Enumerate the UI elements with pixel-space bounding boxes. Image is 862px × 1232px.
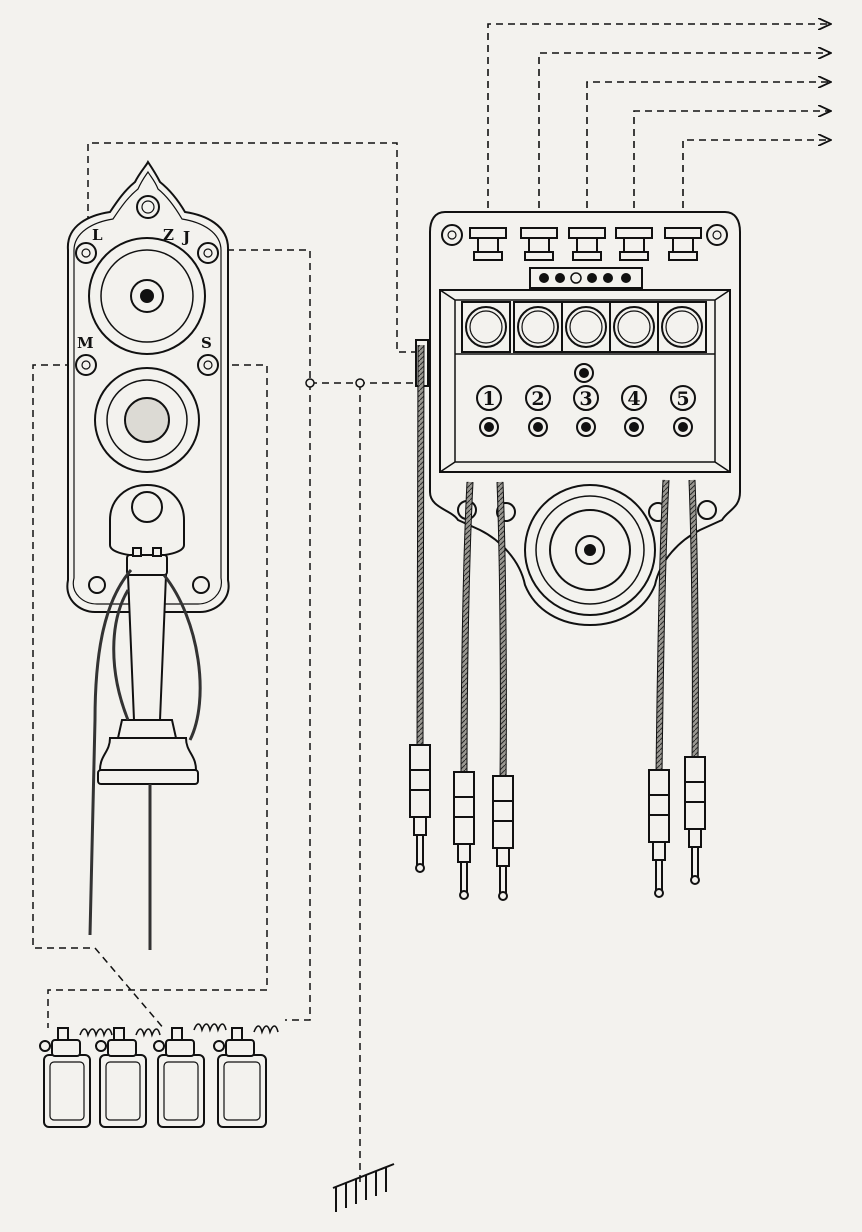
wire-j-to-battery: [215, 249, 311, 1021]
switchboard: [415, 211, 741, 627]
jack-number-2: 2: [531, 388, 544, 410]
jack-number-4: 4: [627, 388, 640, 410]
plug-5: [684, 756, 706, 885]
handset: [97, 547, 199, 785]
plug-3: [492, 775, 514, 901]
plug-cord-4: [656, 479, 669, 776]
jack-number-3: 3: [579, 388, 592, 410]
ground-symbol: [332, 1163, 395, 1212]
handset-cord-1: [88, 569, 133, 936]
top-terminals: [469, 227, 702, 261]
junction-point-1: [305, 378, 315, 388]
label-z: Z: [163, 226, 174, 244]
plug-cord-2: [461, 481, 473, 776]
label-j: J: [181, 228, 190, 246]
terminal-j: [197, 242, 219, 264]
plug-cord-3: [497, 481, 506, 781]
outgoing-line-1: [487, 24, 830, 232]
battery-cell-3: [153, 1027, 205, 1128]
label-s: S: [201, 334, 212, 352]
jack-number-labels: 1 2 3 4 5: [482, 388, 689, 410]
plug-cords: [409, 344, 706, 901]
jack-number-1: 1: [482, 388, 495, 410]
battery-cell-4: [213, 1027, 267, 1128]
numbered-jacks: [476, 385, 696, 411]
top-screw: [136, 195, 160, 219]
jack-number-5: 5: [676, 388, 689, 410]
plug-2: [453, 771, 475, 900]
circuit-wiring: [32, 142, 420, 1182]
drop-indicators: [461, 301, 707, 353]
wire-s-loop: [47, 364, 268, 1028]
jack-strip: [529, 267, 643, 289]
battery-cells: [39, 1023, 279, 1128]
junction-points: [305, 378, 365, 388]
hook-mount: [109, 483, 185, 558]
label-m: M: [77, 334, 94, 352]
terminal-l: [75, 242, 97, 264]
battery-cell-2: [95, 1027, 147, 1128]
outgoing-line-3: [586, 82, 830, 232]
label-l: L: [92, 226, 103, 244]
wire-m-loop: [32, 364, 166, 1031]
outgoing-line-4: [633, 111, 830, 232]
plug-cord-1: [417, 344, 424, 751]
battery-coils: [79, 1023, 279, 1038]
lower-sockets: [479, 417, 693, 437]
handset-cord-3: [162, 574, 202, 741]
terminal-s: [197, 354, 219, 376]
outgoing-line-2: [538, 53, 830, 232]
outgoing-lines: [487, 24, 830, 232]
plug-4: [648, 769, 670, 898]
junction-point-2: [355, 378, 365, 388]
plug-cord-5: [689, 479, 698, 761]
wall-telephone: [66, 160, 230, 950]
battery-cell-1: [39, 1027, 91, 1128]
telephone-terminal-labels: L Z J M S: [77, 226, 212, 352]
outgoing-line-5: [682, 140, 830, 232]
plug-1: [409, 744, 431, 873]
wire-l-to-switchboard: [87, 142, 418, 353]
terminal-m: [75, 354, 97, 376]
